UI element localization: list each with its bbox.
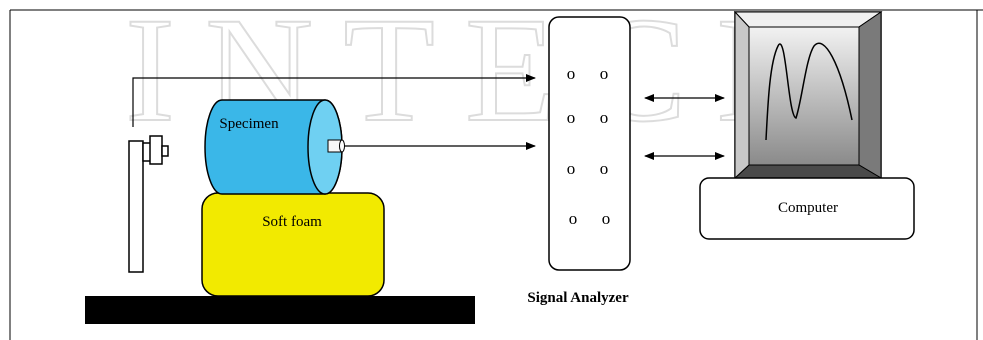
svg-text:o: o xyxy=(567,159,576,178)
soft-foam-block xyxy=(201,192,385,297)
hammer-signal-arrow xyxy=(132,74,536,127)
specimen-label: Specimen xyxy=(219,116,279,132)
specimen-cylinder xyxy=(204,99,345,195)
analyzer-knobs: o o o o o o o o xyxy=(567,64,611,228)
svg-text:o: o xyxy=(600,108,609,127)
soft-foam-label: Soft foam xyxy=(262,214,322,230)
signal-curve xyxy=(765,42,853,141)
ground-base xyxy=(85,296,475,324)
svg-text:o: o xyxy=(569,209,578,228)
svg-text:o: o xyxy=(567,64,576,83)
signal-analyzer-label: Signal Analyzer xyxy=(527,290,629,306)
signal-analyzer: o o o o o o o o xyxy=(548,16,631,271)
svg-text:o: o xyxy=(600,159,609,178)
svg-text:o: o xyxy=(602,209,611,228)
svg-text:o: o xyxy=(600,64,609,83)
computer-base xyxy=(699,177,915,240)
svg-text:o: o xyxy=(567,108,576,127)
impact-hammer xyxy=(128,135,169,273)
computer-monitor xyxy=(733,10,883,180)
computer-label: Computer xyxy=(778,200,838,216)
